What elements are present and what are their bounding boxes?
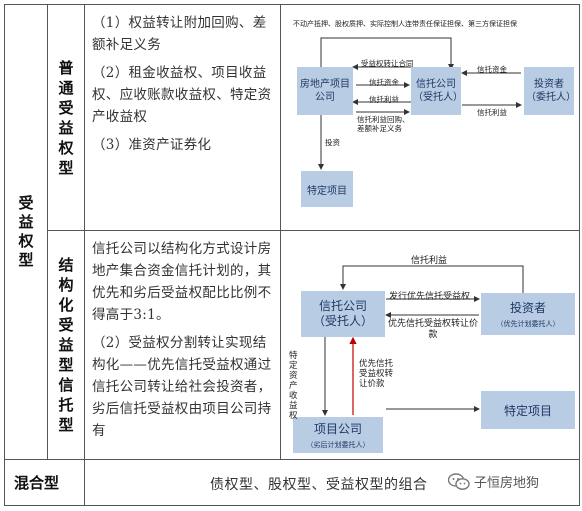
table-border-right (579, 4, 580, 506)
row2-item-2: （2）受益权分割转让实现结构化——优先信托受益权通过信托公司转让给社会投资者，劣… (92, 335, 272, 439)
investor-sub: （优先计划委托人） (496, 320, 560, 328)
specific-project-box-2: 特定项目 (481, 391, 575, 429)
row1-description: （1）权益转让附加回购、差额补足义务 （2）租金收益权、项目收益权、应收账款收益… (92, 12, 275, 162)
label-funds2: 信托资金 (477, 65, 507, 74)
row1-diagram: 不动产抵押、股权质押、实际控制人连带责任保证担保、第三方保证担保 房地产项目公司… (281, 5, 579, 230)
label-top-benefit: 信托利益 (411, 256, 448, 266)
watermark-text: 子恒房地狗 (474, 476, 540, 491)
watermark: 子恒房地狗 (448, 472, 539, 491)
project-sub: （劣后计划委托人） (306, 441, 370, 449)
diagram2-arrows (322, 265, 524, 416)
type-char: 受 (58, 98, 74, 117)
table-divider-mixed (4, 459, 580, 460)
label-issue: 发行优先信托受益权 (389, 292, 471, 302)
table-col-divider-3 (280, 4, 281, 460)
label-transfer-price: 优先信托受益权转让价款 (387, 319, 478, 340)
row1-item-1: （1）权益转让附加回购、差额补足义务 (92, 15, 267, 53)
label-buyback: 信托利益回购、差额补足义务 (357, 115, 410, 133)
type-char: 构 (58, 276, 74, 294)
table-col-divider-1 (47, 4, 48, 460)
wechat-icon (448, 472, 470, 490)
mixed-description: 债权型、股权型、受益权型的组合 (210, 477, 428, 493)
type-char: 益 (58, 118, 74, 137)
investor-box-1: 投资者（委托人） (524, 67, 576, 115)
label-priority: 优先信托受益权转让价款 (359, 359, 394, 389)
row2-description: 信托公司以结构化方式设计房地产集合资金信托计划的，其优先和劣后受益权配比比例不得… (92, 238, 275, 448)
type-char: 型 (58, 158, 74, 177)
row2-item-1: 信托公司以结构化方式设计房地产集合资金信托计划的，其优先和劣后受益权配比比例不得… (92, 241, 272, 323)
label-invest: 投资 (325, 138, 340, 147)
mixed-label: 混合型 (14, 474, 60, 492)
diagram1-arrows (318, 37, 522, 170)
type-char: 化 (58, 296, 74, 314)
label-benefit1: 信托利益 (369, 95, 399, 104)
type-char: 受 (58, 316, 74, 334)
diagram1-header: 不动产抵押、股权质押、实际控制人连带责任保证担保、第三方保证担保 (293, 20, 517, 28)
table-col-divider-2 (84, 4, 85, 506)
table-border-left (4, 4, 5, 506)
trust-box-1: 信托公司（受托人） (411, 67, 463, 115)
row1-item-2: （2）租金收益权、项目收益权、应收账款收益权、特定资产收益权 (92, 65, 272, 125)
row2-diagram: 信托利益 信托公司（受托人） 投资者 （优先计划委托人） 项目公司 （劣后计划委… (281, 231, 579, 459)
type-char: 权 (58, 138, 74, 157)
project-box-2: 项目公司 （劣后计划委托人） (293, 417, 383, 453)
type-char: 型 (58, 356, 74, 374)
category-char: 权 (18, 232, 34, 250)
label-funds1: 信托资金 (369, 78, 399, 87)
project-name: 项目公司 (313, 422, 362, 436)
category-label: 受 益 权 型 (5, 5, 47, 459)
row2-type-label: 结 构 化 受 益 型 信 托 型 (48, 231, 84, 459)
guarantee-arrow (320, 37, 454, 70)
category-char: 型 (18, 251, 34, 269)
type-char: 托 (58, 396, 74, 414)
category-char: 益 (18, 213, 34, 231)
label-specific-asset: 特定资产收益权 (289, 351, 298, 421)
investor-name: 投资者 (509, 301, 546, 315)
type-char: 结 (58, 256, 74, 274)
developer-box: 房地产项目公司 (297, 67, 353, 115)
type-char: 信 (58, 376, 74, 394)
table-border-bottom (4, 505, 580, 506)
table-border-top (4, 4, 580, 5)
type-char: 普 (58, 58, 74, 77)
type-char: 益 (58, 336, 74, 354)
project-box-1: 特定项目 (301, 171, 353, 207)
label-benefit2: 信托利益 (477, 108, 507, 117)
type-char: 型 (58, 416, 74, 434)
investor-box-2: 投资者 （优先计划委托人） (481, 293, 575, 335)
row1-item-3: （3）准资产证券化 (92, 137, 212, 153)
label-transfer: 受益权转让合同 (361, 59, 414, 68)
row1-type-label: 普 通 受 益 权 型 (48, 5, 84, 230)
table-divider-rows (47, 230, 580, 231)
trust-box-2: 信托公司（受托人） (301, 291, 385, 337)
type-char: 通 (58, 78, 74, 97)
category-char: 受 (18, 194, 34, 212)
arrow-top-benefit (340, 265, 524, 293)
